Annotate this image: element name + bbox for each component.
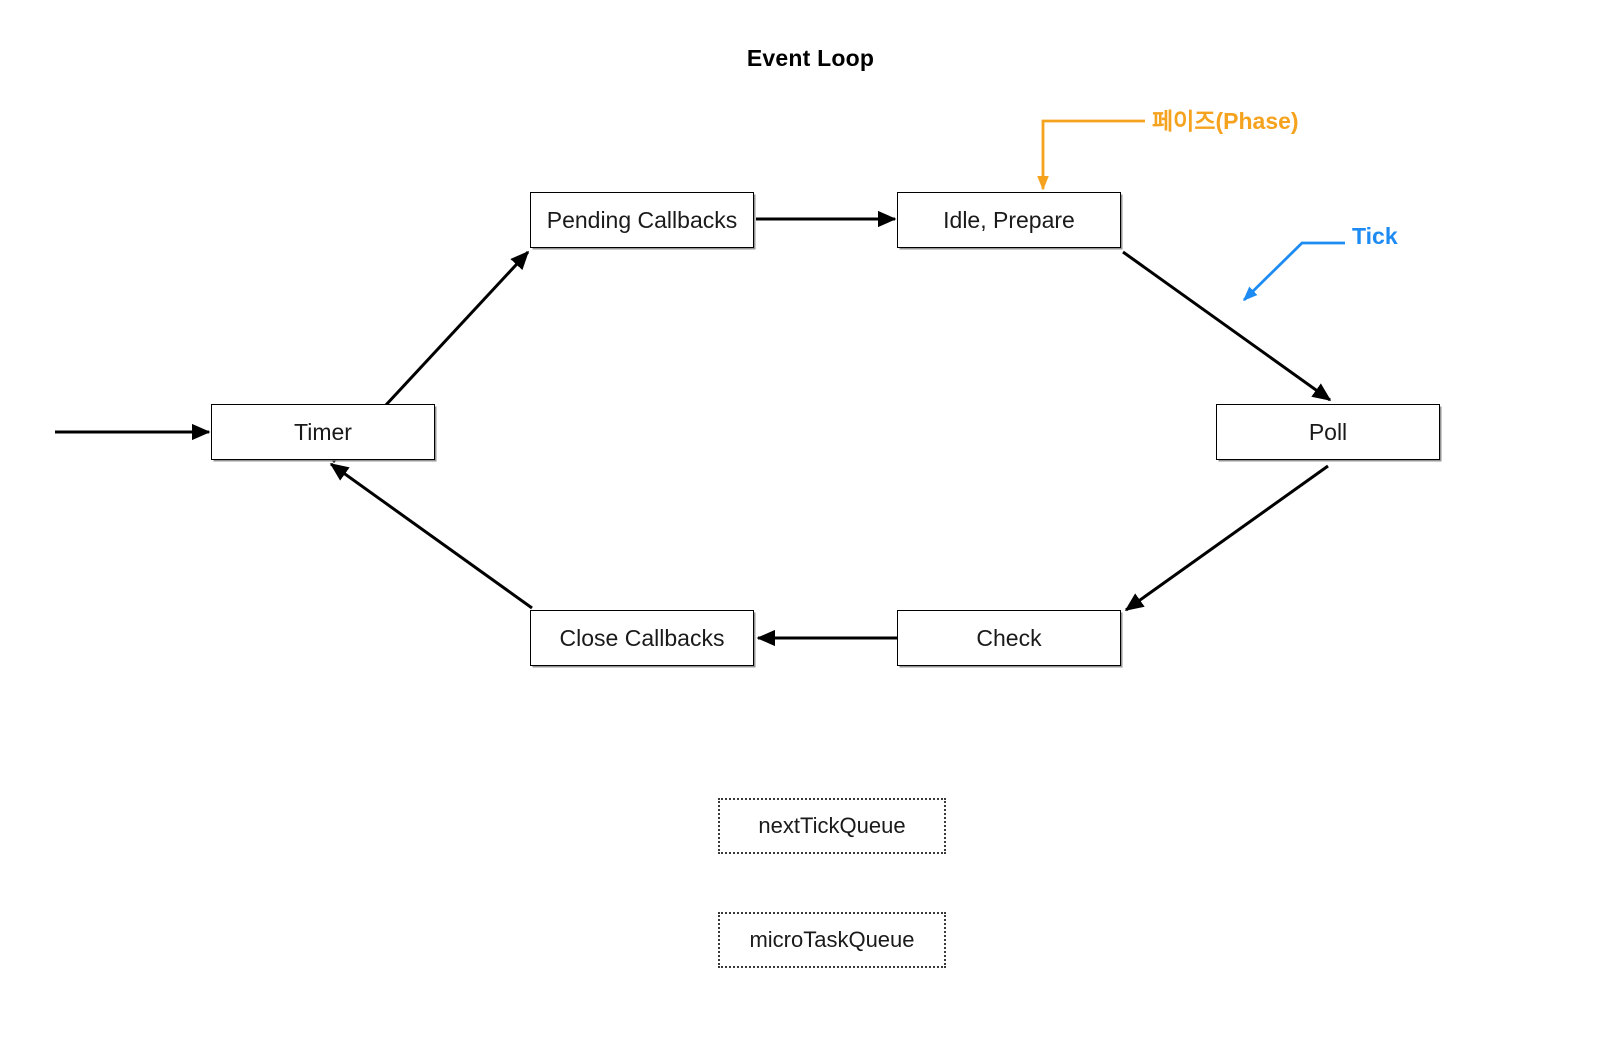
- annotation-label-tick: Tick: [1352, 223, 1398, 249]
- annotation-label-phase: 페이즈(Phase): [1152, 108, 1299, 134]
- edge-close-callbacks-to-timer: [329, 462, 533, 610]
- node-label: Idle, Prepare: [943, 206, 1075, 233]
- node-timer[interactable]: Timer: [211, 404, 435, 460]
- node-check[interactable]: Check: [897, 610, 1121, 666]
- page-title: Event Loop: [746, 45, 875, 71]
- queue-label: nextTickQueue: [758, 813, 906, 838]
- queue-label: microTaskQueue: [749, 927, 915, 952]
- node-label: Pending Callbacks: [546, 206, 738, 233]
- edge-poll-to-check: [1124, 464, 1329, 612]
- node-idle-prepare[interactable]: Idle, Prepare: [897, 192, 1121, 248]
- node-label: Timer: [294, 418, 352, 445]
- node-label: Poll: [1308, 418, 1348, 445]
- annotation-line-phase: [1037, 119, 1145, 191]
- node-poll[interactable]: Poll: [1216, 404, 1440, 460]
- node-pending-callbacks[interactable]: Pending Callbacks: [530, 192, 754, 248]
- queue-micro-task-queue[interactable]: microTaskQueue: [718, 912, 946, 968]
- node-label: Close Callbacks: [559, 624, 725, 651]
- node-label: Check: [976, 624, 1042, 651]
- edge-idle-prepare-to-poll: [1122, 250, 1332, 402]
- annotation-line-tick: [1242, 241, 1345, 302]
- node-close-callbacks[interactable]: Close Callbacks: [530, 610, 754, 666]
- queue-next-tick-queue[interactable]: nextTickQueue: [718, 798, 946, 854]
